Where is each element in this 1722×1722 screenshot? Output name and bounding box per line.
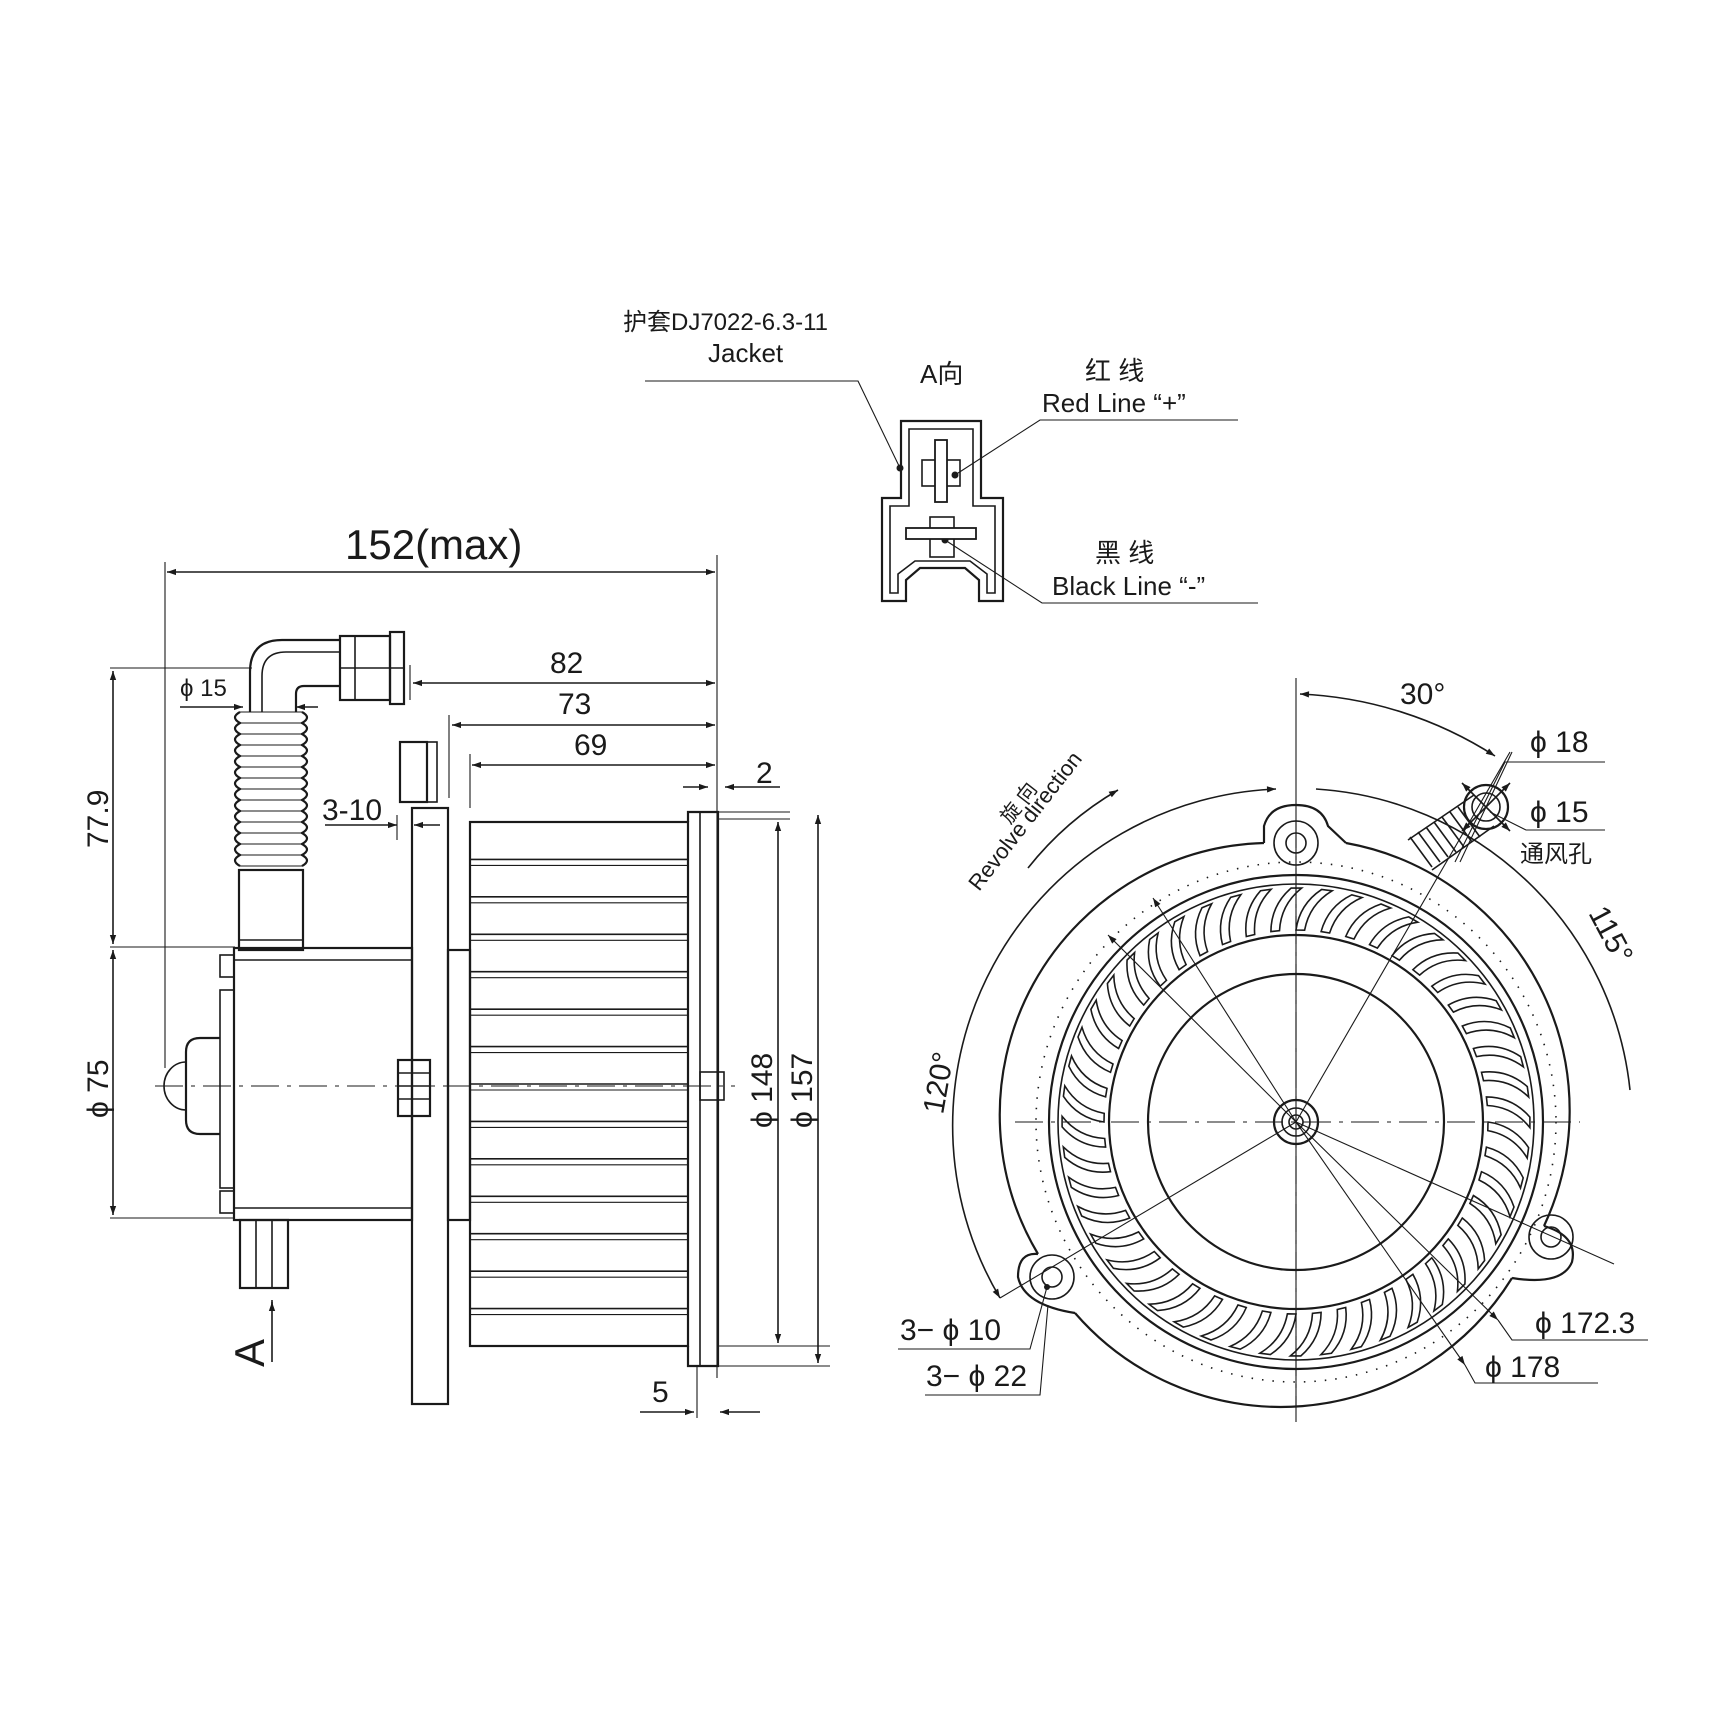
black-line-label-cn: 黑 线 [1095, 538, 1154, 568]
dim-77-9: 77.9 [82, 790, 115, 848]
impeller-blade [1484, 1146, 1525, 1191]
dim-69: 69 [574, 729, 607, 762]
dim-vent-phi18: ϕ 18 [1530, 726, 1589, 759]
impeller-blade [1486, 1121, 1530, 1161]
connector-view: 护套DJ7022-6.3-11 Jacket A向 红 线 Red Line “… [623, 309, 1258, 604]
dim-vent-phi15: ϕ 15 [1530, 796, 1589, 829]
impeller-blade [1424, 1256, 1445, 1314]
dim-73: 73 [558, 688, 591, 721]
impeller-blade [1106, 972, 1136, 1028]
impeller-blade [1062, 1144, 1112, 1173]
impeller-blade [1088, 1230, 1145, 1248]
dim-5: 5 [652, 1376, 669, 1409]
impeller-blade [1478, 1170, 1515, 1220]
impeller-blade [1067, 1053, 1108, 1098]
impeller-blades [1061, 887, 1531, 1357]
impeller-blade [1318, 1306, 1347, 1356]
impeller-blade [1485, 1096, 1531, 1130]
impeller-blade [1147, 930, 1168, 988]
impeller-blade [1349, 1298, 1373, 1351]
impeller-blade [1227, 1310, 1272, 1351]
impeller-blade [1411, 952, 1468, 977]
flange [998, 841, 1571, 1409]
angle-115: 115° [1582, 901, 1639, 969]
impeller-blade [1441, 1237, 1466, 1294]
dim-phi157: ϕ 157 [786, 1053, 819, 1128]
bellows [233, 711, 309, 867]
impeller-blade [1194, 902, 1214, 957]
impeller-blade [1104, 1250, 1162, 1271]
dim-overall-length: 152(max) [345, 521, 522, 568]
dim-pipe-phi15: ϕ 15 [180, 675, 227, 702]
vent-label: 通风孔 [1520, 841, 1592, 868]
dim-phi75: ϕ 75 [82, 1059, 115, 1118]
angle-30: 30° [1400, 678, 1445, 711]
impeller-blade [1245, 888, 1274, 938]
jacket-label-cn: 护套DJ7022-6.3-11 [623, 309, 828, 336]
impeller-blade [1067, 1175, 1120, 1199]
impeller-blade [1219, 893, 1243, 946]
dim-phi178: ϕ 178 [1485, 1351, 1560, 1384]
dim-phi148: ϕ 148 [746, 1053, 779, 1128]
view-arrow-a: A [226, 1339, 273, 1367]
dim-holes-phi10: 3− ϕ 10 [900, 1314, 1001, 1347]
impeller-blade [1430, 973, 1488, 994]
dim-phi172-3: ϕ 172.3 [1535, 1307, 1635, 1340]
black-line-label-en: Black Line “-” [1052, 571, 1205, 601]
impeller-blade [1198, 1304, 1248, 1341]
dim-2: 2 [756, 757, 773, 790]
angle-120: 120° [917, 1049, 960, 1116]
impeller-blade [1456, 1216, 1486, 1272]
front-view: 30° 120° 115° 旋 向 Revolve direction [898, 678, 1648, 1422]
impeller-blade [1295, 888, 1335, 932]
impeller-blade [1368, 916, 1421, 950]
impeller-blade [1390, 932, 1446, 962]
impeller-blade [1344, 903, 1394, 940]
impeller-blade [1447, 996, 1504, 1014]
pipe-elbow [248, 638, 340, 712]
motor-body [232, 946, 414, 1222]
impeller-blade [1480, 1071, 1530, 1100]
impeller-blade [1061, 1114, 1107, 1148]
impeller-blade [1062, 1083, 1106, 1123]
impeller-blade [1288, 1311, 1322, 1357]
impeller-blade [1126, 950, 1151, 1007]
impeller-blade [1090, 997, 1124, 1050]
view-a-label: A向 [920, 359, 963, 389]
vent-hole [1407, 751, 1513, 871]
impeller-blade [1171, 1294, 1224, 1328]
impeller-blade [1270, 887, 1304, 933]
connector-housing [880, 419, 1005, 603]
dim-82: 82 [550, 647, 583, 680]
impeller-blade [1320, 893, 1365, 934]
red-line-label-cn: 红 线 [1085, 356, 1144, 386]
jacket-label-en: Jacket [708, 338, 784, 368]
impeller-blade [1077, 1024, 1114, 1074]
impeller-blade [1378, 1287, 1398, 1342]
impeller-blade [1404, 1273, 1422, 1330]
impeller-blade [1124, 1267, 1181, 1292]
dim-holes-phi22: 3− ϕ 22 [926, 1360, 1027, 1393]
impeller-blade [1146, 1282, 1202, 1312]
impeller-blade [1468, 1194, 1502, 1247]
impeller-blade [1461, 1020, 1516, 1040]
bottom-connector [238, 1218, 290, 1290]
dim-3-10: 3-10 [322, 794, 382, 827]
red-line-label-en: Red Line “+” [1042, 388, 1186, 418]
side-view: 152(max) 82 73 69 2 3-10 ϕ 15 77.9 ϕ 75 … [82, 521, 830, 1418]
impeller-blade [1257, 1312, 1297, 1356]
revolve-label-en: Revolve direction [963, 747, 1087, 895]
impeller-blade [1472, 1045, 1525, 1069]
impeller-blade [1170, 914, 1188, 971]
impeller-blade [1076, 1204, 1131, 1224]
